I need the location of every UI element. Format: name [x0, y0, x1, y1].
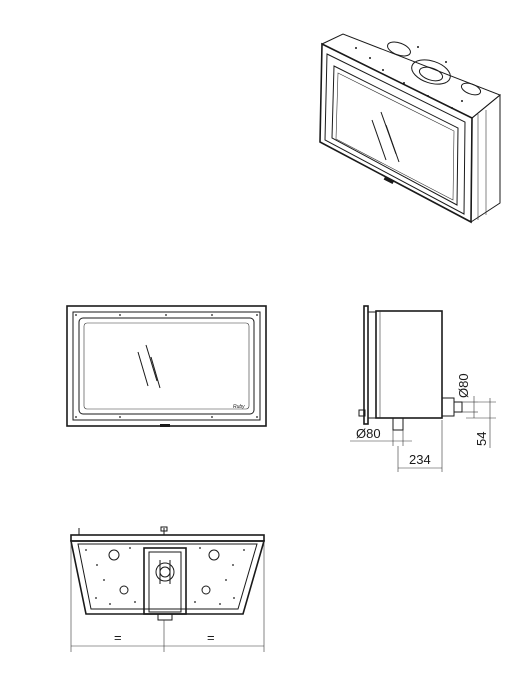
front-glass-reflection — [137, 351, 149, 387]
plan-view: = = — [70, 526, 266, 652]
plan-fixing-dots — [85, 547, 245, 605]
front-fixing-dots — [75, 314, 258, 418]
plan-front-flange — [70, 534, 265, 542]
isometric-view — [319, 33, 501, 224]
side-front-plate — [363, 305, 369, 425]
side-rear-outlet — [441, 397, 455, 417]
brand-logo: Ruby — [233, 404, 245, 410]
iso-glass-reflection — [371, 119, 387, 161]
dim-equal-right: = — [207, 630, 215, 645]
plan-body — [70, 540, 266, 615]
iso-outlet-center — [411, 59, 451, 85]
front-handle — [160, 424, 170, 427]
plan-rear-spigot — [157, 613, 173, 621]
iso-fixing-dots — [355, 46, 463, 109]
iso-side-face — [470, 93, 501, 223]
iso-logo-mark — [383, 175, 395, 185]
side-body — [375, 310, 443, 419]
iso-front-frame — [319, 42, 473, 224]
dim-equal-left: = — [114, 630, 122, 645]
dim-depth: 234 — [409, 452, 431, 467]
side-bottom-outlet — [392, 417, 404, 431]
plan-holes — [108, 549, 220, 595]
dim-rear-diameter: Ø80 — [456, 373, 471, 398]
iso-outlet-left — [387, 41, 411, 57]
iso-glass-border — [331, 65, 459, 206]
plan-outlet-circle — [155, 562, 175, 582]
side-view: Ø80 54 Ø80 234 — [350, 305, 496, 472]
iso-top-face — [320, 33, 501, 119]
dim-outlet-height: 54 — [474, 432, 489, 446]
iso-outlet-right — [460, 82, 482, 96]
dim-bottom-diameter: Ø80 — [356, 426, 381, 441]
front-view: Ruby — [66, 305, 267, 427]
front-glass-border — [78, 317, 255, 415]
